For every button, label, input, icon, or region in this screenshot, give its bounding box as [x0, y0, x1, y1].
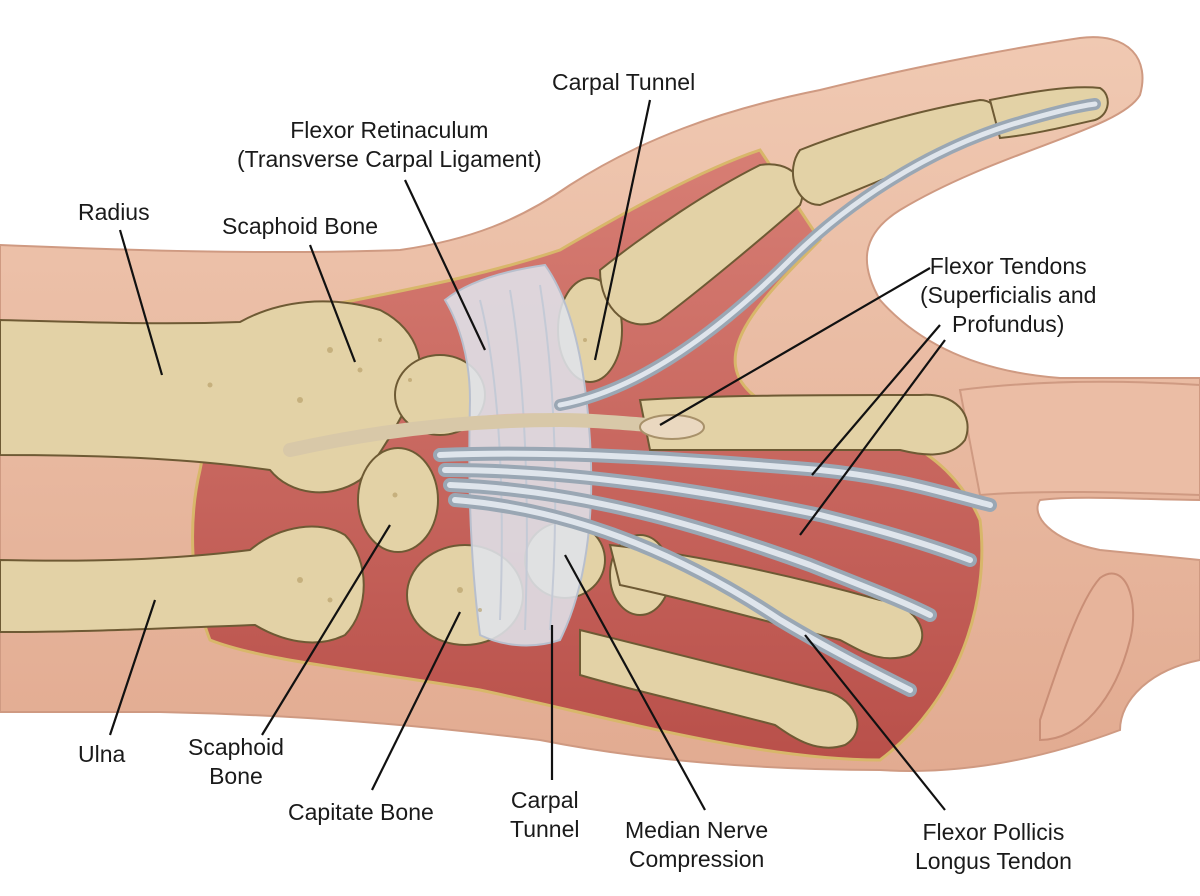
label-carpal-tunnel-top: Carpal Tunnel — [552, 69, 696, 95]
label-capitate-bone: Capitate Bone — [288, 799, 434, 825]
index-metacarpal — [638, 393, 969, 456]
ring-metacarpal — [579, 628, 859, 749]
label-flexor-retinaculum: Flexor Retinaculum (Transverse Carpal Li… — [237, 117, 542, 172]
label-scaphoid-bone-top: Scaphoid Bone — [222, 213, 379, 239]
nerve-cross-section — [639, 414, 705, 440]
label-flexor-pollicis-longus: Flexor Pollicis Longus Tendon — [915, 819, 1072, 874]
median-nerve — [283, 412, 697, 457]
ulna-bone — [0, 525, 365, 644]
label-radius: Radius — [78, 199, 150, 225]
label-median-nerve-compression: Median Nerve Compression — [625, 817, 769, 872]
label-flexor-tendons: Flexor Tendons (Superficialis and Profun… — [920, 253, 1097, 337]
thumb-skin — [1039, 572, 1135, 742]
label-ulna: Ulna — [78, 741, 126, 767]
thumb-metacarpal — [598, 163, 804, 326]
finger-skin — [958, 380, 1200, 497]
label-carpal-tunnel-bottom: Carpal Tunnel — [510, 787, 580, 842]
scaphoid-bone-lower — [357, 447, 439, 553]
leader-lines — [108, 99, 946, 811]
label-scaphoid-bone-bottom: Scaphoid Bone — [188, 734, 284, 789]
